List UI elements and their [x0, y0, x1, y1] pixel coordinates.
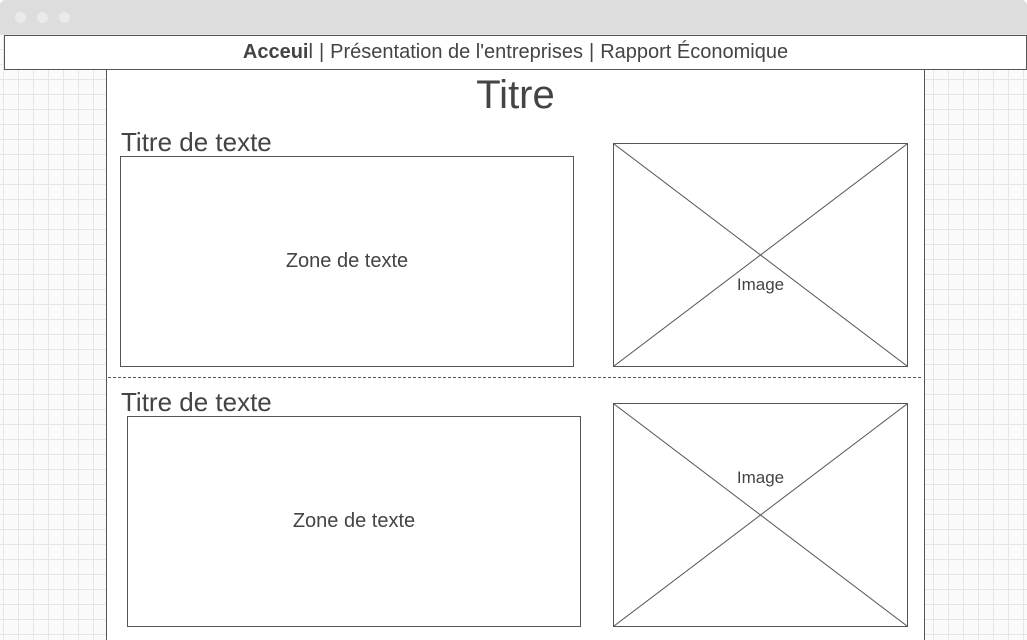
window-maximize-dot[interactable]: [59, 12, 70, 23]
window-minimize-dot[interactable]: [37, 12, 48, 23]
section-1-image-label: Image: [736, 275, 785, 294]
section-2-text-zone-label: Zone de texte: [292, 510, 416, 532]
page-content: Titre Titre de texte Zone de texte Image…: [106, 70, 925, 640]
section-2-image-placeholder: Image: [613, 403, 908, 627]
nav-separator: |: [589, 41, 595, 63]
image-cross-icon: [614, 144, 907, 366]
section-1-heading: Titre de texte: [121, 127, 272, 157]
section-2-heading: Titre de texte: [121, 387, 272, 417]
section-1-text-zone[interactable]: Zone de texte: [120, 156, 574, 367]
top-nav-bar: Acceuil | Présentation de l'entreprises …: [4, 35, 1027, 70]
nav-home-bold-text: Acceui: [242, 41, 309, 63]
nav-link-home[interactable]: Acceuil: [243, 41, 313, 64]
nav-link-company[interactable]: Présentation de l'entreprises: [330, 41, 583, 63]
section-2-image-label: Image: [736, 468, 785, 487]
window-close-dot[interactable]: [15, 12, 26, 23]
nav-separator: |: [318, 41, 325, 63]
image-cross-icon: [614, 404, 907, 626]
nav-link-report[interactable]: Rapport Économique: [600, 41, 789, 63]
section-divider: [108, 377, 921, 378]
section-1-image-placeholder: Image: [613, 143, 908, 367]
window-titlebar: [0, 0, 1027, 34]
page-title: Titre: [476, 73, 555, 117]
nav-home-rest-text: l: [308, 41, 313, 63]
section-2-text-zone[interactable]: Zone de texte: [127, 416, 581, 627]
section-1-text-zone-label: Zone de texte: [285, 250, 409, 272]
